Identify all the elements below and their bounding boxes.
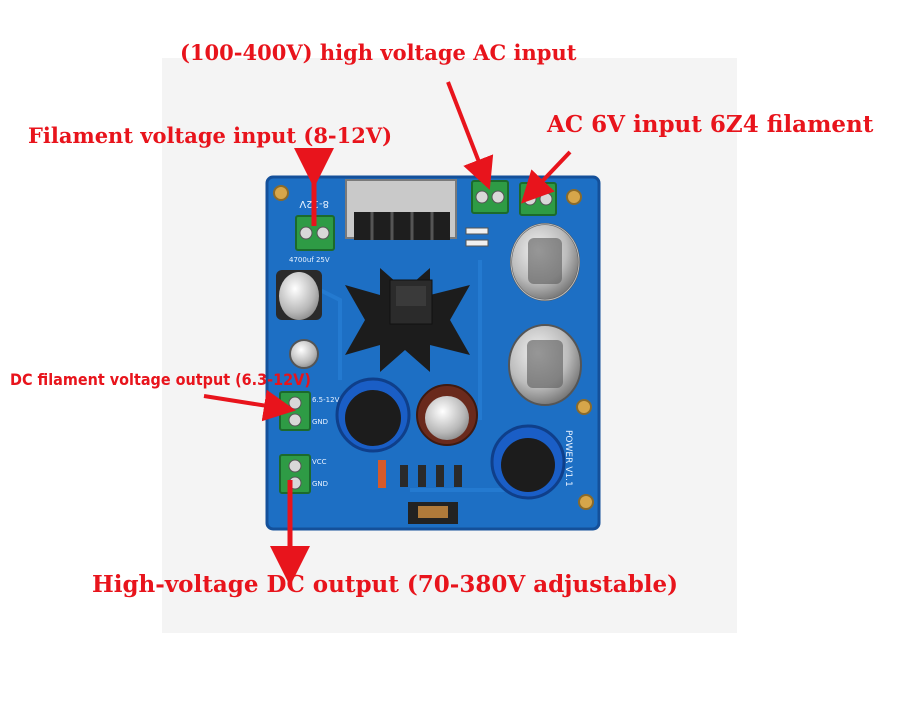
- label-ac-6v-input: AC 6V input 6Z4 filament: [547, 111, 874, 138]
- capacitor-icon: [335, 377, 411, 453]
- diode-icon: [465, 227, 489, 247]
- transistor-icon: [408, 502, 458, 524]
- silk-dc-out: 6.5-12V: [312, 396, 340, 404]
- capacitor-icon: [416, 384, 478, 446]
- mount-hole: [578, 494, 594, 510]
- silk-gnd2: GND: [312, 480, 328, 488]
- heatsink-icon: [345, 179, 457, 240]
- arrow-6v: [520, 150, 572, 204]
- label-filament-input: Filament voltage input (8-12V): [28, 123, 393, 148]
- vacuum-tube-icon: [508, 324, 582, 406]
- arrow-hv-ac: [446, 81, 494, 190]
- mount-hole: [566, 189, 582, 205]
- annotation-arrows: [203, 81, 572, 586]
- silk-cap: 4700uf 25V: [289, 256, 330, 264]
- heatsink-icon: [345, 268, 470, 372]
- terminal-block-icon: [279, 391, 311, 431]
- capacitor-icon: [490, 424, 566, 500]
- terminal-block-icon: [471, 180, 509, 214]
- terminal-block-icon: [295, 215, 335, 251]
- diode-icon: [378, 460, 462, 488]
- arrow-dc-fil: [203, 389, 296, 422]
- mount-hole: [576, 399, 592, 415]
- label-dc-filament-output: DC filament voltage output (6.3-12V): [10, 370, 311, 389]
- label-hv-ac-input: (100-400V) high voltage AC input: [180, 40, 577, 65]
- silk-gnd: GND: [312, 418, 328, 426]
- silk-vcc: VCC: [312, 458, 327, 466]
- silk-title: POWER V1.1: [563, 430, 573, 487]
- capacitor-icon: [276, 270, 322, 320]
- vacuum-tube-icon: [510, 223, 580, 301]
- mount-hole: [273, 185, 289, 201]
- terminal-block-icon: [279, 454, 311, 494]
- capacitor-icon: [289, 339, 319, 369]
- label-hv-dc-output: High-voltage DC output (70-380V adjustab…: [92, 571, 679, 598]
